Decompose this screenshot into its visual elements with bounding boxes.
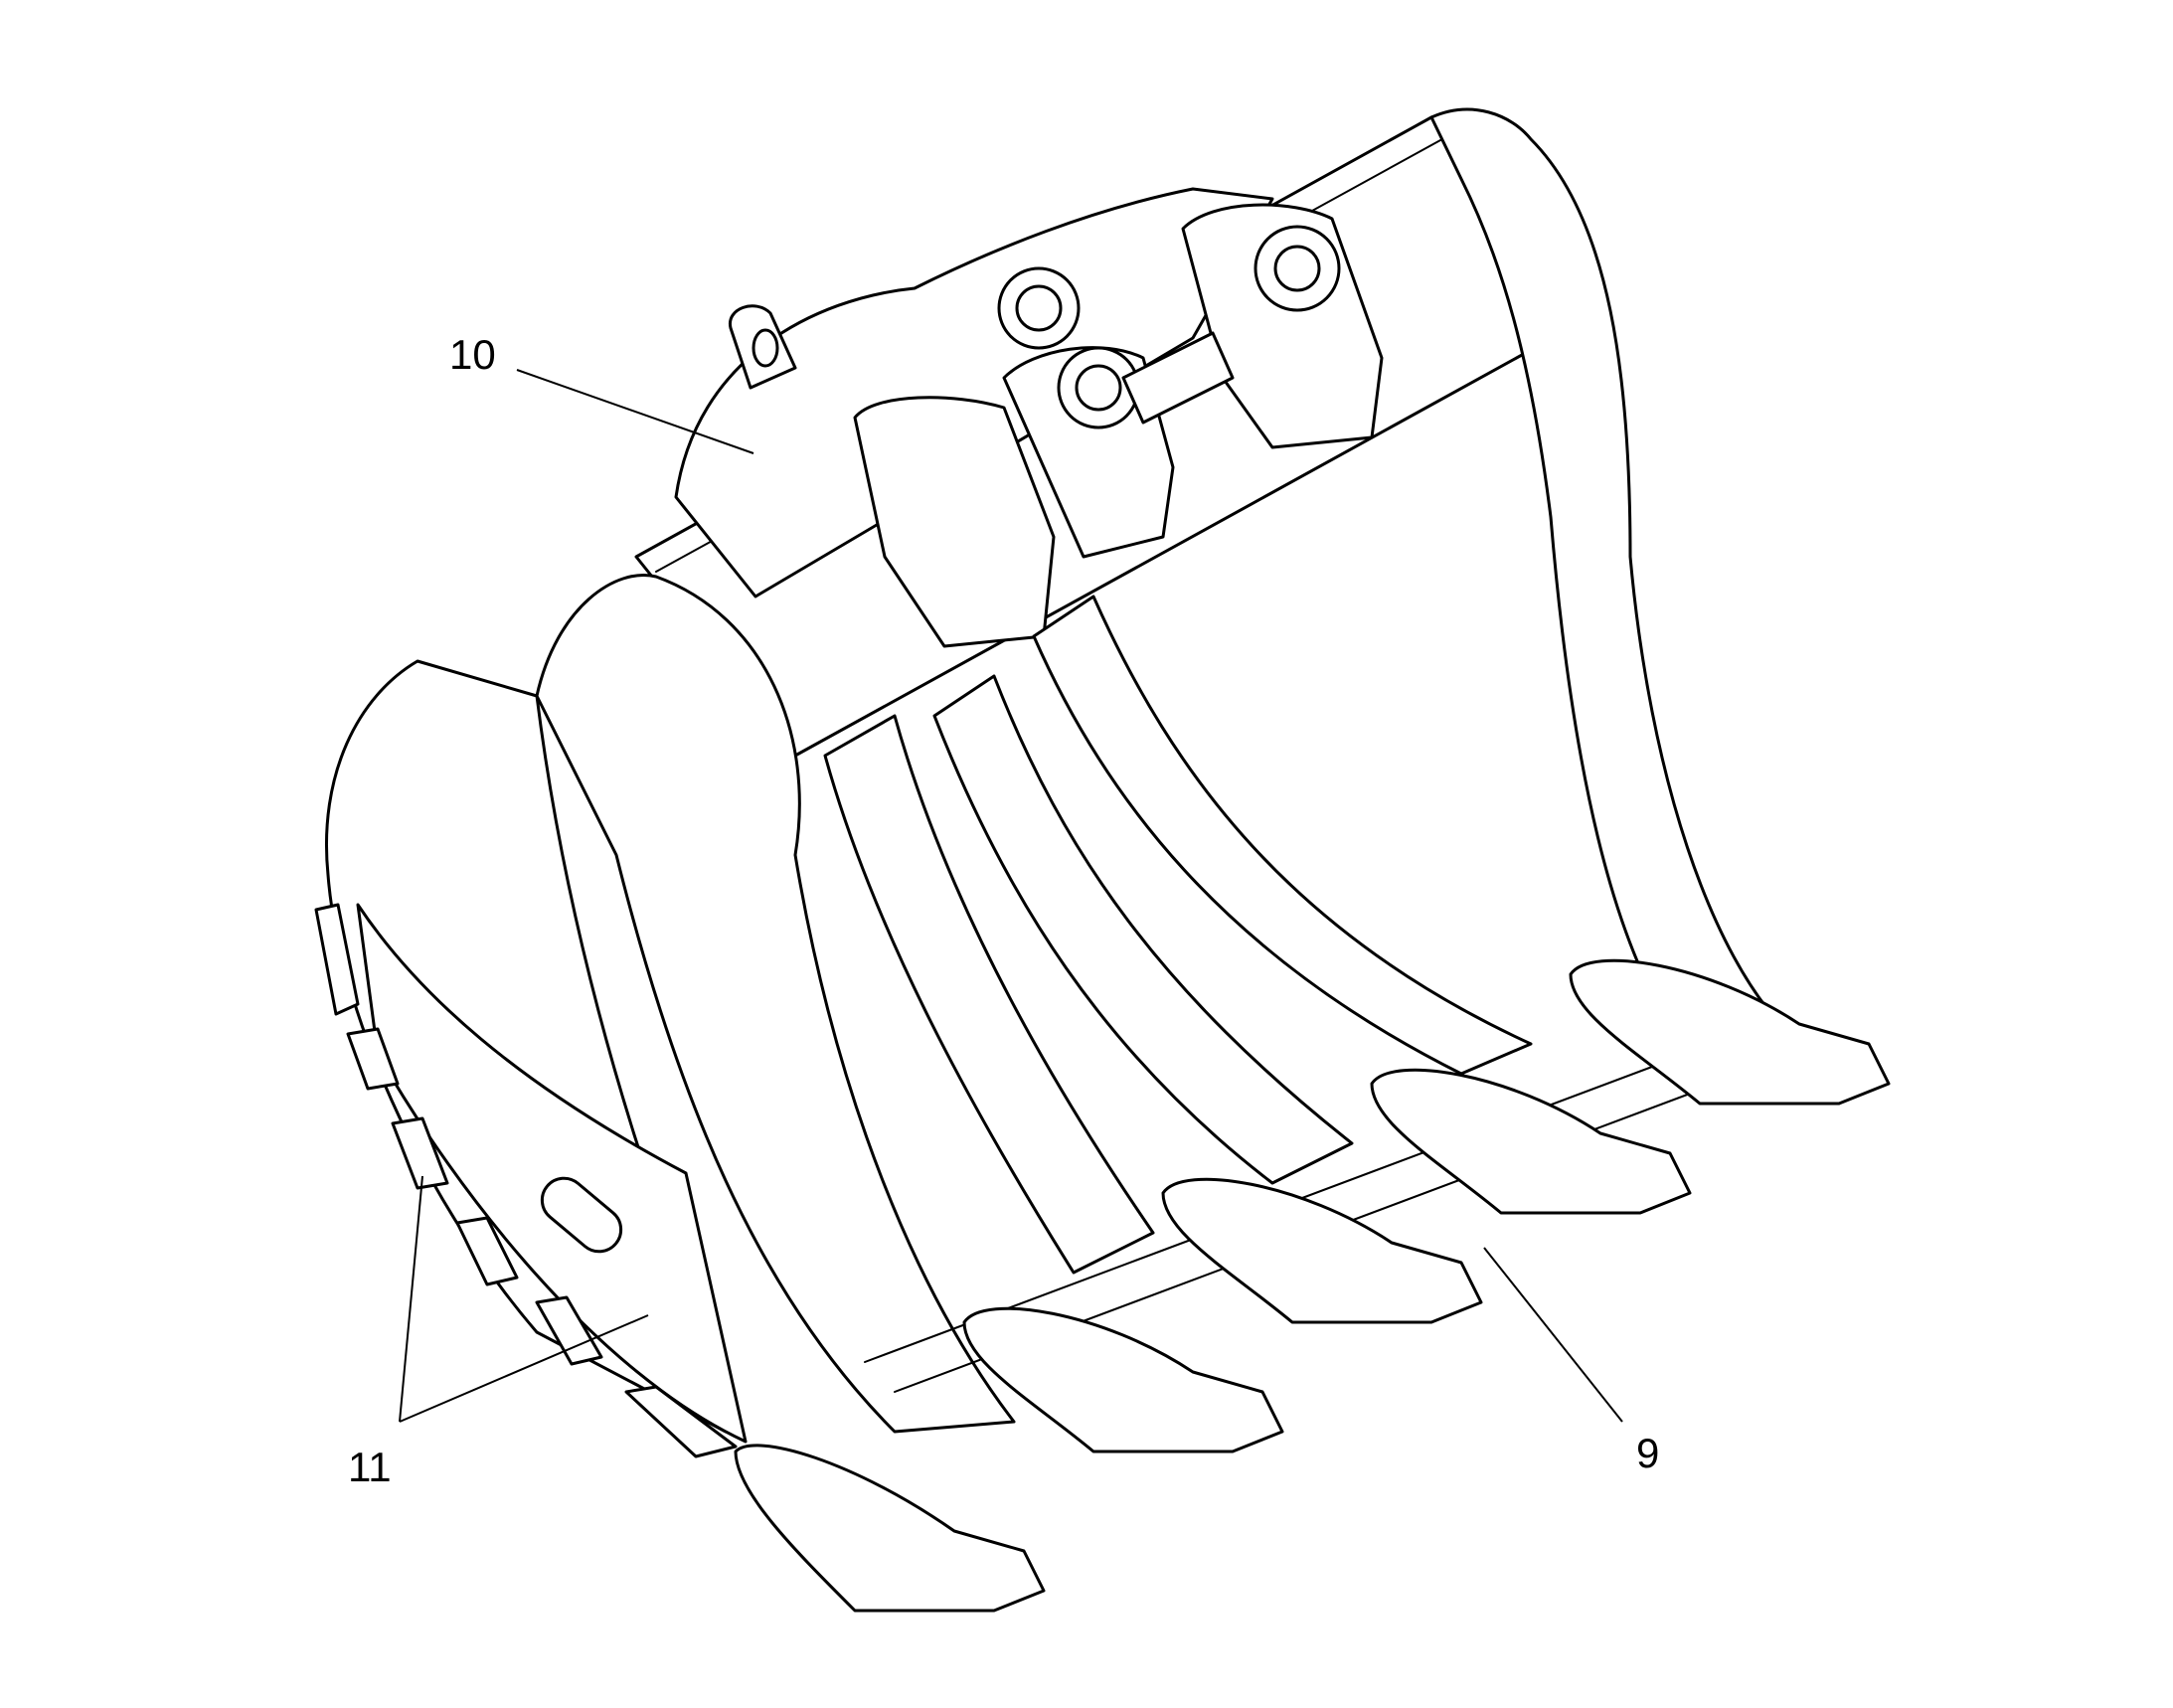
tine-1 [823, 714, 1155, 1275]
callout-label-10: 10 [449, 331, 496, 378]
tine-2 [932, 674, 1354, 1185]
bushing-icon [997, 225, 1341, 429]
leader-line-11a [399, 1175, 423, 1423]
callout-label-11: 11 [348, 1444, 392, 1490]
hinge-bracket-left [853, 396, 1056, 648]
back-plate [674, 187, 1274, 598]
side-wear-segment-icon [314, 903, 738, 1458]
leader-line-10 [516, 369, 754, 454]
left-front-shank [535, 574, 1016, 1434]
tooth-icon [734, 958, 1891, 1613]
callout-label-9: 9 [1636, 1430, 1660, 1476]
right-shank [1429, 107, 1791, 1056]
leader-line-11b [399, 1314, 649, 1423]
side-cutter-plate [356, 903, 748, 1444]
leader-line-9 [1483, 1247, 1623, 1423]
